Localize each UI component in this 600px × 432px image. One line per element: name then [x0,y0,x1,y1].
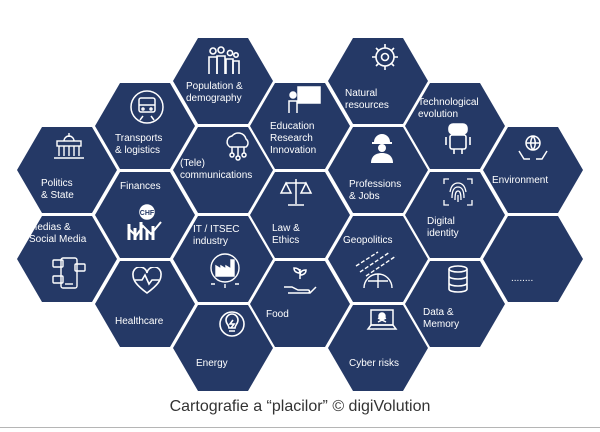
tile-healthcare: Healthcare [95,261,195,347]
divider [0,427,600,428]
cloud-network-icon [226,132,249,161]
tile-label: Technological evolution [418,97,479,120]
factory-icon [210,253,240,288]
tile-label: Food [266,309,289,320]
tile-label: Politics & State [41,178,74,201]
tile-law: Law & Ethics [250,172,350,258]
tile-more: ........ [483,216,583,302]
hand-plant-icon [284,267,317,294]
database-icon [448,265,468,293]
hacker-laptop-icon [366,309,398,330]
heart-pulse-icon [132,267,162,294]
train-icon [130,90,164,124]
tile-cyber-risks: Cyber risks [328,305,428,391]
government-building-icon [54,133,84,159]
caption: Cartografie a “placilor” © digiVolution [169,398,431,415]
tile-education: Education Research Innovation [250,83,350,169]
tile-transports: Transports & logistics [95,83,195,169]
tile-medias: Medias & Social Media [17,216,117,302]
tile-technological: Technological evolution [405,83,505,169]
tile-population: Population & demography [173,38,273,124]
tile-label: Environment [492,175,549,186]
tile-food: Food [250,261,350,347]
globe-hands-icon [518,135,548,160]
gear-leaf-icon [372,44,398,70]
lightbulb-icon [219,311,245,337]
tile-environment: Environment [483,127,583,213]
fingerprint-icon [443,178,473,206]
tile-it: IT / ITSEC industry [173,216,273,302]
tile-finances: CHF Finances [95,172,195,258]
tile-label: Finances [120,181,161,192]
tile-label: IT / ITSEC industry [193,224,240,247]
tile-label: Energy [196,358,228,369]
tile-label: Professions & Jobs [349,179,402,202]
tile-label: Data & Memory [423,307,460,330]
tile-data-memory: Data & Memory [405,261,505,347]
tile-professions: Professions & Jobs [328,127,428,213]
tile-label: Healthcare [115,316,164,327]
teacher-board-icon [288,86,321,113]
tile-label: ........ [511,273,534,284]
tile-label: Cyber risks [349,358,400,369]
worker-icon [371,134,393,163]
social-media-icon [52,257,86,289]
tile-geopolitics: Geopolitics [328,216,428,302]
missiles-icon [355,251,397,289]
tile-natural-resources: Natural resources [328,38,428,124]
tile-label: Transports & logistics [115,133,163,156]
tile-label: Digital identity [427,216,459,239]
tile-label: Education Research Innovation [270,121,317,156]
tile-telecom: (Tele) communications [173,127,273,213]
tile-politics: Politics & State [17,127,117,213]
tile-energy: Energy [173,305,273,391]
scales-icon [279,179,313,206]
tile-label: Law & Ethics [272,223,300,246]
robot-icon [445,123,471,154]
people-icon [208,46,240,74]
tile-label: Natural resources [345,88,389,111]
tile-label: Geopolitics [343,235,393,246]
tile-label: Medias & Social Media [29,222,87,245]
svg-text:CHF: CHF [140,210,155,217]
tile-digital-identity: Digital identity [405,172,505,258]
tile-label: (Tele) communications [180,158,253,181]
tile-label: Population & demography [186,81,243,104]
chf-chart-icon: CHF [127,204,162,240]
